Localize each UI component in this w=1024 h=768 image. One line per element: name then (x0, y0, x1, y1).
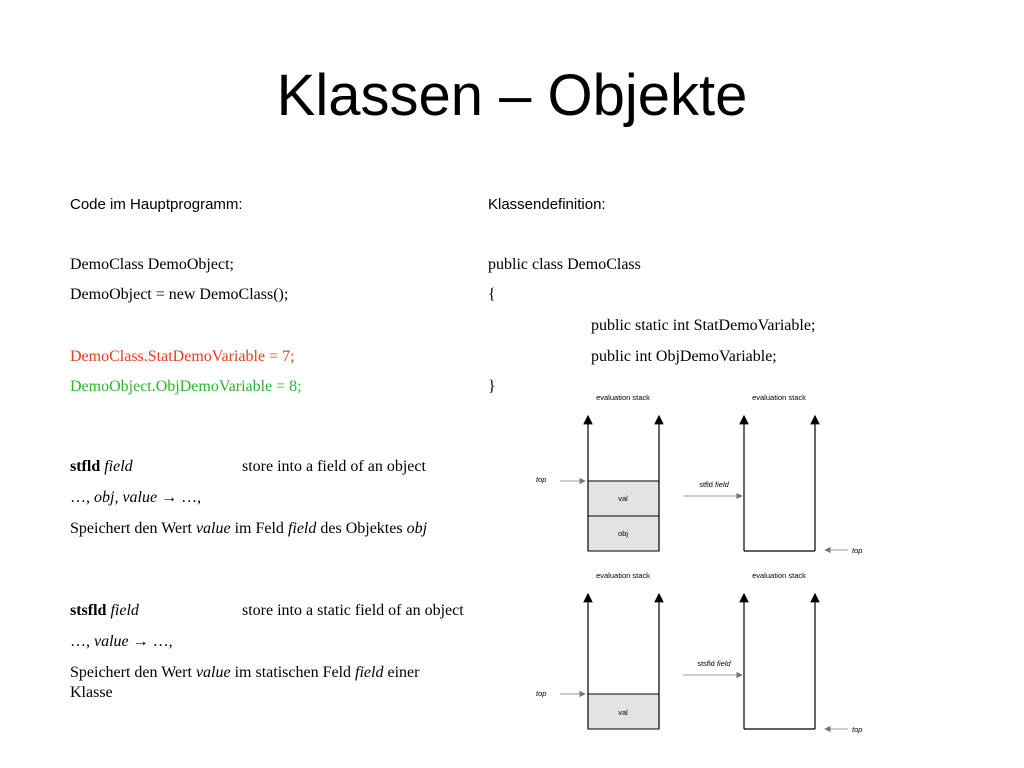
class-brace-open: { (488, 286, 496, 303)
d1-cell-val-label: val (618, 494, 628, 503)
d1-right-stack-label: evaluation stack (752, 393, 806, 402)
d2-right-stack-label: evaluation stack (752, 571, 806, 580)
class-instance-field: public int ObjDemoVariable; (591, 348, 777, 365)
stsfld-expl-field: field (355, 664, 384, 681)
d2-cell-val-label: val (618, 708, 628, 717)
stfld-expl-text-3: des Objektes (316, 520, 407, 537)
stsfld-stack-diagram: evaluation stack evaluation stack val to… (536, 571, 862, 734)
class-static-field: public static int StatDemoVariable; (591, 317, 816, 334)
stsfld-stack-items: value (94, 633, 129, 650)
stsfld-opcode: stsfld (70, 602, 107, 619)
stfld-expl-obj: obj (406, 520, 428, 537)
stsfld-expl-text-3: einer Klasse (70, 664, 420, 701)
stfld-expl-text-2: im Feld (230, 520, 288, 537)
d1-cell-obj-label: obj (618, 529, 628, 538)
stsfld-stack-transition: …, value → …, (70, 633, 173, 651)
stfld-expl-field: field (287, 520, 317, 537)
stsfld-expl-value: value (195, 664, 231, 681)
d1-top-label-left: top (536, 475, 546, 484)
d1-op-label: stfld field (699, 480, 729, 489)
d2-left-stack-label: evaluation stack (596, 571, 650, 580)
class-declaration: public class DemoClass (488, 256, 641, 273)
d2-op-label: stsfld field (697, 659, 731, 668)
d1-top-label-right: top (852, 546, 862, 555)
stfld-arg: field (104, 458, 133, 475)
stsfld-description: store into a static field of an object (242, 602, 464, 619)
stsfld-stack-prefix: …, (70, 633, 94, 650)
stsfld-expl-text-1: Speichert den Wert (70, 664, 196, 681)
stsfld-arg: field (110, 602, 139, 619)
stfld-opcode: stfld (70, 458, 101, 475)
code-line-static-assign: DemoClass.StatDemoVariable = 7; (70, 348, 295, 365)
stfld-expl-text-1: Speichert den Wert (70, 520, 196, 537)
stfld-explanation: Speichert den Wert value im Feld field d… (70, 519, 450, 539)
stfld-stack-items: obj, value (94, 489, 158, 506)
stfld-stack-result: → …, (157, 489, 202, 506)
stsfld-stack-result: → …, (128, 633, 173, 650)
d1-cell-val (587, 480, 660, 517)
stfld-heading: stfld field store into a field of an obj… (70, 458, 450, 476)
stfld-expl-value: value (195, 520, 231, 537)
stfld-description: store into a field of an object (242, 458, 426, 475)
stsfld-heading: stsfld field store into a static field o… (70, 602, 464, 620)
code-line-declaration: DemoClass DemoObject; (70, 256, 234, 273)
slide-title: Klassen – Objekte (276, 63, 748, 128)
d2-top-label-left: top (536, 689, 546, 698)
left-header: Code im Hauptprogramm: (70, 196, 243, 213)
d1-left-stack-label: evaluation stack (596, 393, 650, 402)
stfld-stack-prefix: …, (70, 489, 94, 506)
code-line-instantiation: DemoObject = new DemoClass(); (70, 286, 289, 303)
code-line-object-assign: DemoObject.ObjDemoVariable = 8; (70, 378, 302, 395)
d2-top-label-right: top (852, 725, 862, 734)
stfld-stack-diagram: evaluation stack evaluation stack val ob… (536, 393, 862, 555)
stfld-stack-transition: …, obj, value → …, (70, 489, 201, 507)
class-brace-close: } (488, 378, 496, 395)
right-header: Klassendefinition: (488, 196, 606, 213)
stsfld-expl-text-2: im statischen Feld (230, 664, 356, 681)
stsfld-explanation: Speichert den Wert value im statischen F… (70, 663, 450, 703)
